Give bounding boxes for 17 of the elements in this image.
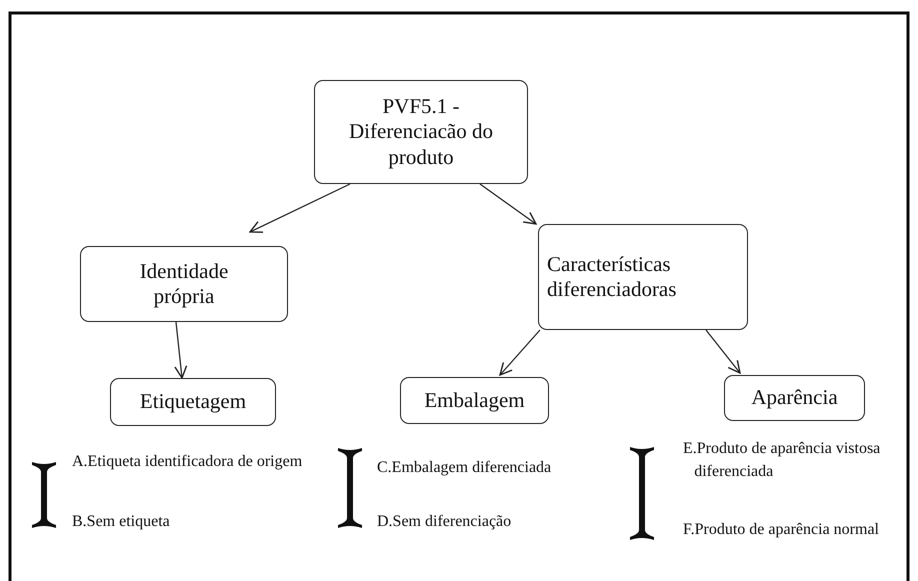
process-box: Embalagem bbox=[400, 377, 549, 424]
process-box: Identidade própria bbox=[80, 246, 288, 322]
option-label: E.Produto de aparência vistosa diferenciada bbox=[683, 439, 882, 482]
option-label: D.Sem diferenciação bbox=[377, 512, 512, 532]
arrow bbox=[174, 322, 188, 379]
process-box: PVF5.1 - Diferenciacão do produto bbox=[314, 80, 528, 184]
process-box: Características diferenciadoras bbox=[538, 224, 748, 330]
option-label: B.Sem etiqueta bbox=[72, 512, 171, 532]
option-label: F.Produto de aparência normal bbox=[683, 520, 880, 540]
arrow bbox=[706, 330, 741, 374]
option-label: A.Etiqueta identificadora de origem bbox=[72, 452, 304, 472]
arrow bbox=[249, 183, 350, 233]
arrow bbox=[499, 330, 540, 376]
process-box: Etiquetagem bbox=[110, 378, 276, 426]
option-label: C.Embalagem diferenciada bbox=[377, 458, 552, 478]
arrow bbox=[480, 184, 537, 225]
process-box: Aparência bbox=[724, 375, 865, 421]
